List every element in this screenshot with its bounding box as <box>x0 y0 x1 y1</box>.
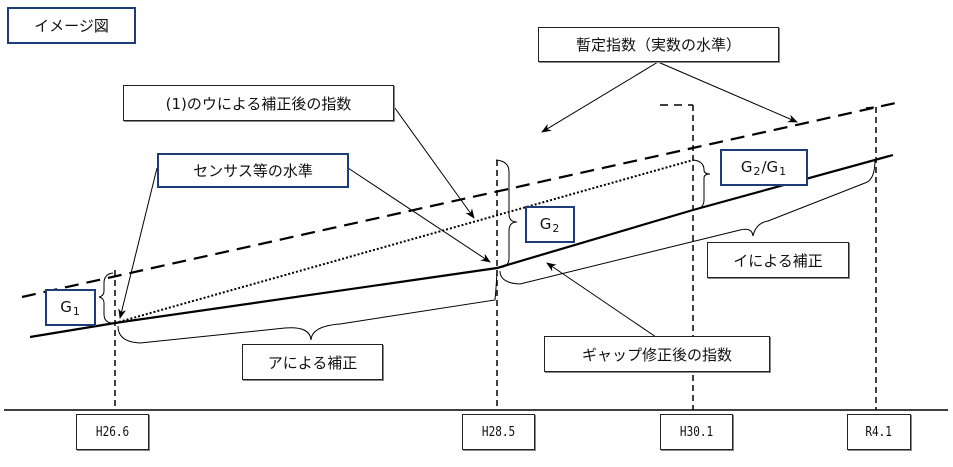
gap-corrected-text: ギャップ修正後の指数 <box>581 345 732 364</box>
brace-g1 <box>98 272 114 324</box>
arrow-census-right <box>347 167 491 263</box>
brace-ratio <box>692 159 711 211</box>
u-corrected-index-line <box>114 159 694 324</box>
g2-box: G2 <box>525 206 575 243</box>
arrow-census-left <box>118 167 158 319</box>
census-level-text: センサス等の水準 <box>193 162 313 180</box>
provisional-index-label: 暫定指数（実数の水準） <box>538 27 779 62</box>
census-level-label: センサス等の水準 <box>157 153 349 188</box>
tick-h30-1: H30.1 <box>660 414 733 450</box>
tick-label: H28.5 <box>481 424 516 440</box>
brace-i <box>499 159 876 285</box>
provisional-index-text: 暫定指数（実数の水準） <box>575 36 741 54</box>
arrow-gap <box>546 262 657 338</box>
g1-label: G1 <box>60 297 80 318</box>
arrow-after-u <box>391 103 475 219</box>
after-u-text: (1)のウによる補正後の指数 <box>165 94 352 113</box>
after-u-label: (1)のウによる補正後の指数 <box>123 85 394 121</box>
gap-corrected-label: ギャップ修正後の指数 <box>544 336 770 372</box>
tick-r4-1: R4.1 <box>847 414 911 450</box>
correction-i-text: イによる補正 <box>733 251 823 270</box>
g2-label: G2 <box>539 214 560 235</box>
brace-g2 <box>495 159 518 269</box>
tick-label: H30.1 <box>679 424 714 440</box>
arrow-provisional-right <box>657 61 798 123</box>
g2-over-g1-box: G2/G1 <box>720 149 808 186</box>
tick-label: R4.1 <box>865 424 893 440</box>
tick-h28-5: H28.5 <box>462 414 535 450</box>
correction-i-label: イによる補正 <box>707 242 849 278</box>
brace-a <box>117 271 498 344</box>
g2-over-g1-label: G2/G1 <box>740 157 787 178</box>
correction-a-label: アによる補正 <box>242 344 383 380</box>
title-box: イメージ図 <box>7 7 136 44</box>
tick-h26-6: H26.6 <box>76 414 149 450</box>
title-text: イメージ図 <box>34 17 109 35</box>
arrow-provisional-left <box>541 61 659 133</box>
tick-label: H26.6 <box>95 424 130 440</box>
g1-box: G1 <box>45 289 96 326</box>
correction-a-text: アによる補正 <box>267 353 358 372</box>
